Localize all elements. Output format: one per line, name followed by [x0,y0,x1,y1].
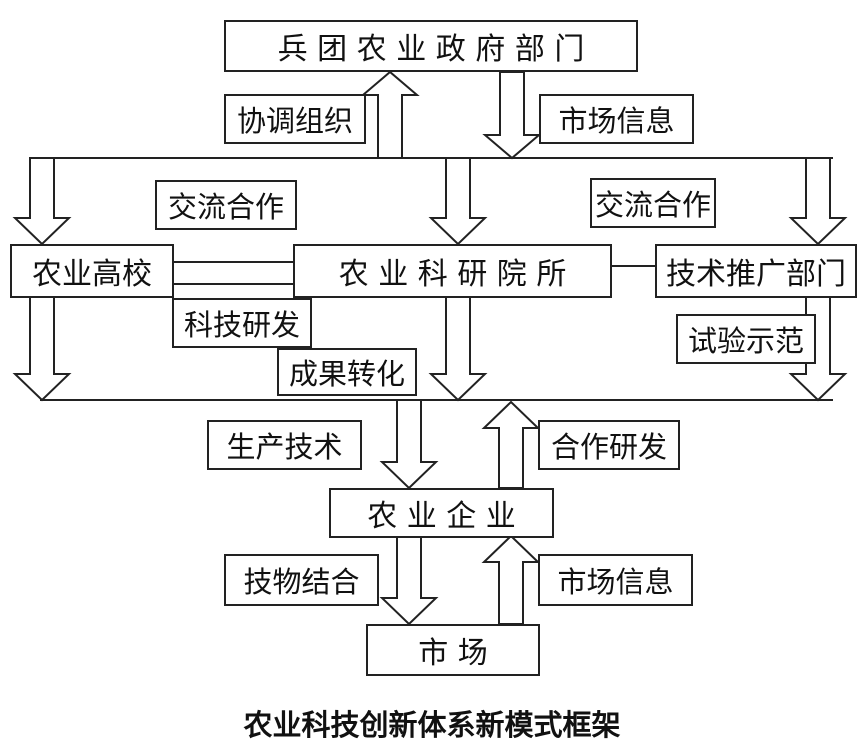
arrow-down-to-enterprise [379,399,439,490]
label-combine-text: 技物结合 [243,565,360,599]
label-market-info-top-text: 市场信息 [558,104,675,138]
label-rnd: 科技研发 [172,298,312,348]
arrow-down-to-extension [788,157,848,246]
node-gov-label: 兵 团 农 业 政 府 部 门 [277,32,585,67]
label-exchange-left-text: 交流合作 [167,190,284,224]
label-combine: 技物结合 [224,554,379,606]
arrow-down-to-research [428,157,488,246]
arrow-down-market-info [482,71,542,160]
arrow-down-from-university [12,295,72,402]
arrow-down-from-extension [788,295,848,402]
node-extension-label: 技术推广部门 [666,257,846,292]
label-coordinate: 协调组织 [224,94,366,144]
arrow-down-from-research [428,295,488,402]
node-research-label: 农 业 科 研 院 所 [338,257,567,292]
arrow-down-to-market [379,535,439,626]
label-production-text: 生产技术 [226,430,343,464]
label-production: 生产技术 [207,420,362,470]
figure-caption: 农业科技创新体系新模式框架 [243,708,621,742]
label-market-info-bottom-text: 市场信息 [557,565,674,599]
node-university-label: 农业高校 [32,257,152,292]
node-enterprise: 农 业 企 业 [329,488,554,538]
label-coordinate-text: 协调组织 [236,104,353,138]
node-university: 农业高校 [10,244,174,298]
label-market-info-top: 市场信息 [539,94,694,144]
label-rnd-text: 科技研发 [183,308,300,342]
label-exchange-left: 交流合作 [155,180,297,230]
node-market: 市 场 [366,624,540,676]
node-extension: 技术推广部门 [655,244,857,298]
label-joint-rnd: 合作研发 [538,420,680,470]
node-market-label: 市 场 [418,636,488,671]
label-market-info-bottom: 市场信息 [538,554,693,606]
label-joint-rnd-text: 合作研发 [550,430,667,464]
label-demo: 试验示范 [676,314,816,364]
arrow-up-from-enterprise [481,400,541,489]
node-gov: 兵 团 农 业 政 府 部 门 [224,20,638,72]
node-research: 农 业 科 研 院 所 [293,244,612,298]
arrow-down-to-university [12,157,72,246]
arrow-up-coordinate [360,70,420,159]
label-exchange-right-text: 交流合作 [594,188,711,222]
arrow-up-from-market [481,534,541,625]
label-transform: 成果转化 [277,348,417,396]
label-demo-text: 试验示范 [687,324,804,358]
node-enterprise-label: 农 业 企 业 [367,499,516,534]
label-exchange-right: 交流合作 [590,178,716,228]
label-transform-text: 成果转化 [288,357,405,391]
